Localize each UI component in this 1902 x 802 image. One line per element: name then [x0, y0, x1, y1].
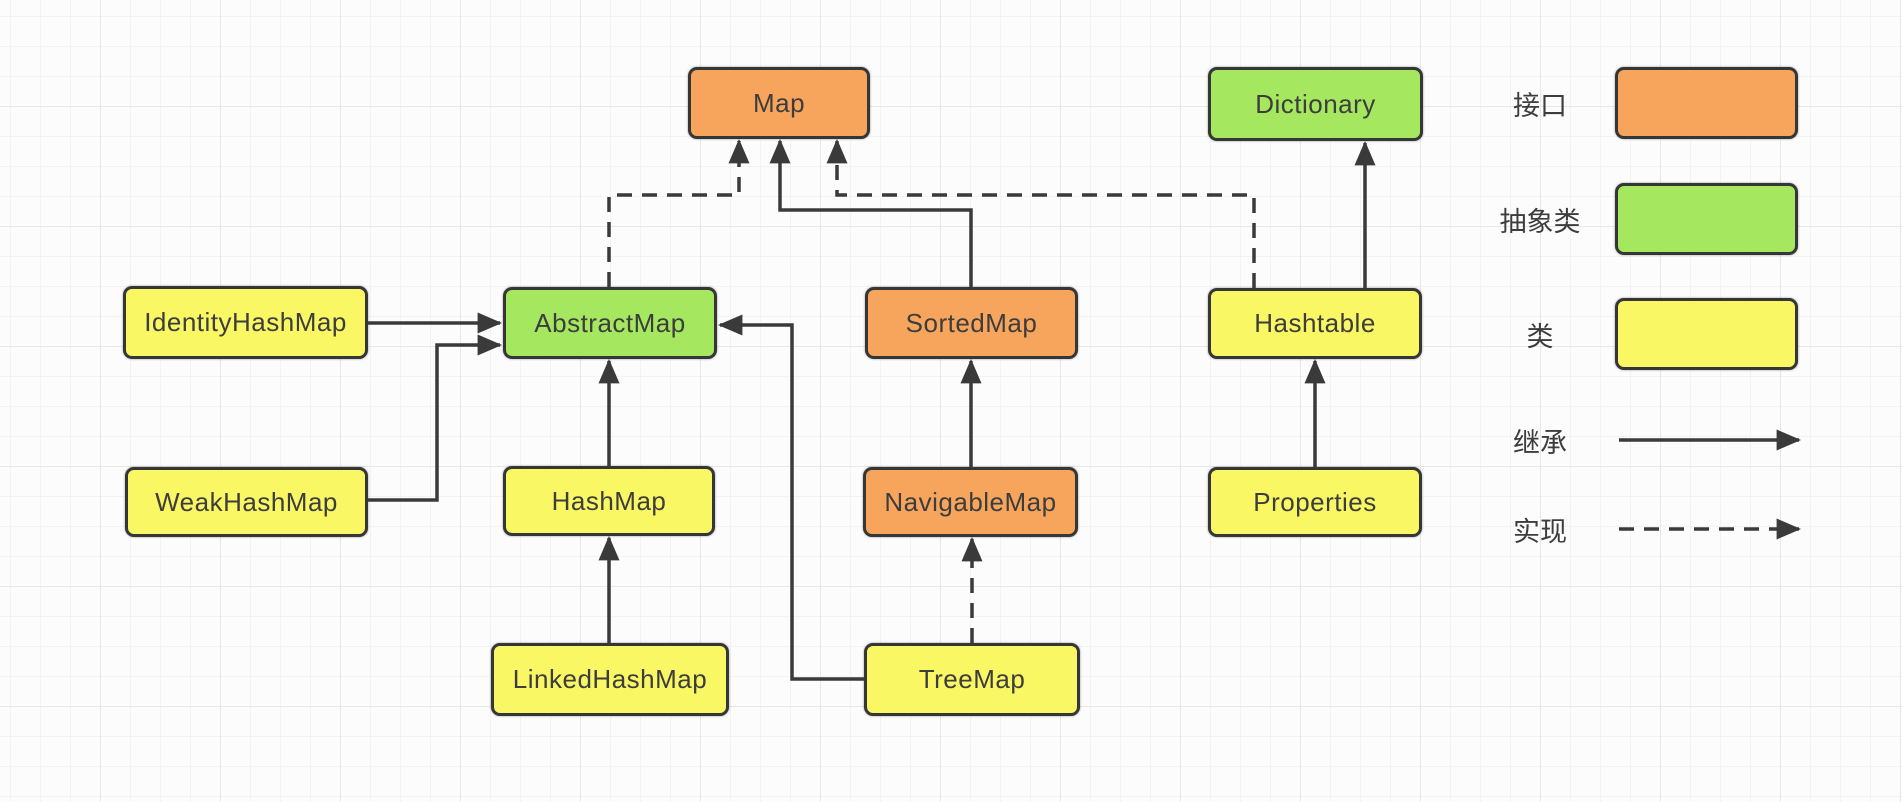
node-hashtable[interactable]: Hashtable: [1208, 288, 1422, 359]
node-label-abstractmap: AbstractMap: [534, 307, 686, 338]
node-label-navigablemap: NavigableMap: [884, 486, 1057, 517]
node-identityhashmap[interactable]: IdentityHashMap: [123, 286, 368, 359]
node-abstractmap[interactable]: AbstractMap: [503, 287, 717, 359]
node-label-hashtable: Hashtable: [1254, 308, 1376, 338]
node-sortedmap[interactable]: SortedMap: [865, 287, 1078, 359]
legend-row-abstract-class: 抽象类: [1490, 183, 1810, 255]
legend-swatch-abstract-class: [1615, 183, 1798, 255]
legend-row-inheritance: 继承: [1490, 404, 1810, 476]
node-label-dictionary: Dictionary: [1255, 88, 1376, 119]
node-map[interactable]: Map: [688, 67, 870, 139]
node-weakhashmap[interactable]: WeakHashMap: [125, 467, 368, 537]
node-treemap[interactable]: TreeMap: [864, 643, 1080, 716]
edge-AbstractMap-to-Map: [607, 138, 750, 287]
node-label-hashmap: HashMap: [551, 485, 667, 516]
edge-TreeMap-to-AbstractMap: [717, 314, 864, 681]
legend-row-class: 类: [1490, 298, 1810, 370]
node-label-linkedhashmap: LinkedHashMap: [512, 664, 708, 694]
node-navigablemap[interactable]: NavigableMap: [863, 467, 1078, 537]
edge-WeakHashMap-to-AbstractMap: [368, 334, 503, 502]
legend-swatch-class: [1615, 298, 1798, 370]
legend-swatch-interface: [1615, 67, 1798, 139]
legend-label-interface: 接口: [1513, 90, 1567, 121]
node-linkedhashmap[interactable]: LinkedHashMap: [491, 643, 729, 716]
edge-SortedMap-to-Map: [769, 138, 973, 287]
legend-label-class: 类: [1526, 321, 1554, 352]
node-hashmap[interactable]: HashMap: [503, 466, 715, 536]
edge-Hashtable-to-Map: [826, 138, 1256, 288]
legend-label-inheritance: 继承: [1513, 427, 1567, 458]
inheritance-arrow-icon: [1619, 429, 1802, 451]
node-label-properties: Properties: [1253, 486, 1377, 517]
node-label-treemap: TreeMap: [918, 664, 1026, 694]
node-label-weakhashmap: WeakHashMap: [155, 486, 338, 517]
legend-label-implementation: 实现: [1513, 516, 1567, 547]
implementation-arrow-icon: [1619, 518, 1802, 540]
legend-row-implementation: 实现: [1490, 493, 1810, 565]
legend-row-interface: 接口: [1490, 67, 1810, 139]
legend-label-abstract-class: 抽象类: [1499, 206, 1581, 237]
node-label-sortedmap: SortedMap: [905, 307, 1038, 338]
node-properties[interactable]: Properties: [1208, 467, 1422, 537]
node-label-map: Map: [752, 87, 806, 118]
node-dictionary[interactable]: Dictionary: [1208, 67, 1423, 141]
node-label-identityhashmap: IdentityHashMap: [144, 307, 347, 337]
